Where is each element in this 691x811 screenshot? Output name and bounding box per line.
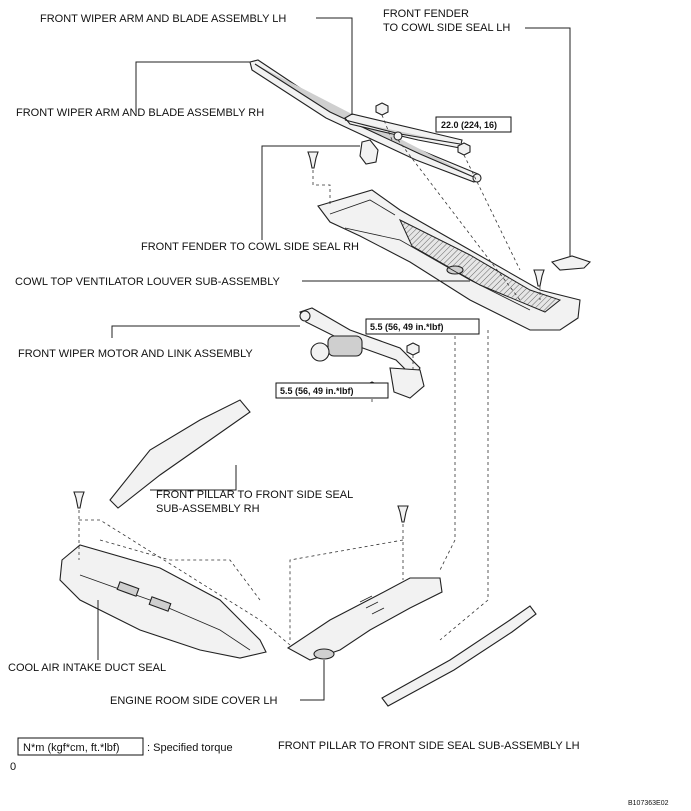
label-pillar-rh-line1: FRONT PILLAR TO FRONT SIDE SEAL	[156, 489, 353, 501]
cowl-louver-part	[317, 189, 581, 331]
torque-motor-upper: 5.5 (56, 49 in.*lbf)	[370, 322, 444, 332]
pillar-seal-rh-part	[109, 399, 251, 509]
wiper-nuts	[375, 102, 471, 156]
label-fender-lh-line1: FRONT FENDER	[383, 8, 469, 20]
label-cowl-louver: COWL TOP VENTILATOR LOUVER SUB-ASSEMBLY	[15, 276, 281, 288]
pillar-seal-lh-part	[381, 605, 537, 707]
clip-fastener-top	[307, 151, 319, 169]
torque-legend: N*m (kgf*cm, ft.*lbf) : Specified torque	[17, 737, 233, 756]
torque-box-wiper-nut: 22.0 (224, 16)	[435, 116, 512, 133]
legend-unit: N*m (kgf*cm, ft.*lbf)	[23, 742, 120, 754]
label-fender-rh: FRONT FENDER TO COWL SIDE SEAL RH	[141, 241, 359, 253]
torque-motor-lower: 5.5 (56, 49 in.*lbf)	[280, 386, 354, 396]
label-fender-lh-line2: TO COWL SIDE SEAL LH	[383, 22, 510, 34]
label-wiper-lh: FRONT WIPER ARM AND BLADE ASSEMBLY LH	[40, 13, 286, 25]
clip-fastener-right	[533, 269, 545, 287]
label-wiper-rh: FRONT WIPER ARM AND BLADE ASSEMBLY RH	[16, 107, 264, 119]
wiper-motor-part	[299, 307, 425, 399]
label-pillar-lh: FRONT PILLAR TO FRONT SIDE SEAL SUB-ASSE…	[278, 740, 580, 752]
wiper-arm-lh-part	[344, 113, 463, 149]
reference-code: B107363E02	[628, 800, 669, 807]
label-pillar-rh-line2: SUB-ASSEMBLY RH	[156, 503, 260, 515]
fender-seal-lh-part	[550, 255, 592, 271]
torque-wiper-nut: 22.0 (224, 16)	[441, 120, 497, 130]
assembly-dashed-lines	[78, 114, 541, 646]
label-cool-air-duct: COOL AIR INTAKE DUCT SEAL	[8, 662, 166, 674]
engine-cover-part	[286, 577, 443, 661]
label-wiper-motor: FRONT WIPER MOTOR AND LINK ASSEMBLY	[18, 348, 253, 360]
torque-box-motor-lower: 5.5 (56, 49 in.*lbf)	[275, 382, 389, 399]
clip-fasteners-lower	[73, 491, 409, 523]
leader-lines	[97, 17, 571, 701]
label-engine-cover: ENGINE ROOM SIDE COVER LH	[110, 695, 278, 707]
legend-text: : Specified torque	[147, 742, 233, 754]
cool-air-duct-part	[59, 544, 267, 659]
fender-seal-rh-part	[359, 139, 379, 165]
footnote-left: 0	[10, 761, 16, 773]
torque-box-motor-upper: 5.5 (56, 49 in.*lbf)	[365, 318, 480, 335]
